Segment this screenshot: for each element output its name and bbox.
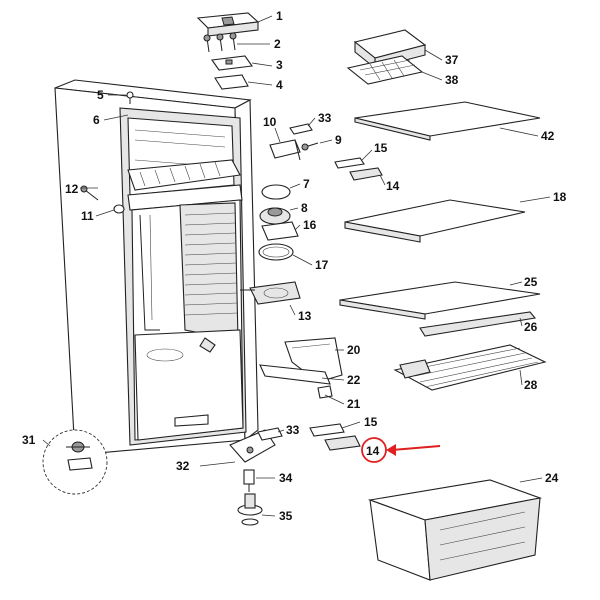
hinge-pin-34-part xyxy=(243,469,255,492)
callout-14-upper: 14 xyxy=(386,179,400,193)
hinge-plate-part xyxy=(211,55,253,71)
callout-20: 20 xyxy=(347,343,361,357)
highlight-arrow xyxy=(391,445,441,451)
callout-28: 28 xyxy=(524,378,538,392)
callout-18: 18 xyxy=(553,190,567,204)
callout-12: 12 xyxy=(65,182,79,196)
shelf-rail-22-part xyxy=(259,364,331,385)
callout-11: 11 xyxy=(81,209,94,223)
wire-shelf-28-part xyxy=(393,344,547,391)
lamp-cover-7-part xyxy=(261,184,291,200)
cover-15b-part xyxy=(309,423,345,437)
callout-10: 10 xyxy=(263,115,277,129)
callout-13: 13 xyxy=(298,309,312,323)
arrowhead-icon xyxy=(386,444,396,456)
door-pin-14a-part xyxy=(349,167,383,181)
callout-16: 16 xyxy=(303,218,317,232)
callout-21: 21 xyxy=(347,397,361,411)
callout-9: 9 xyxy=(335,133,342,147)
screw-12-part xyxy=(80,185,99,201)
callout-33-lower: 33 xyxy=(286,423,300,437)
glass-shelf-18-part xyxy=(344,199,526,243)
callout-25: 25 xyxy=(524,275,538,289)
callout-17: 17 xyxy=(315,258,329,272)
highlight-marker xyxy=(361,437,441,463)
hinge-33b-part xyxy=(257,427,283,441)
screws-part xyxy=(203,32,237,53)
callout-31: 31 xyxy=(22,433,36,447)
crisper-drawer-24-part xyxy=(367,479,543,581)
callout-24: 24 xyxy=(545,471,559,485)
callout-8: 8 xyxy=(301,201,308,215)
callout-4: 4 xyxy=(276,78,283,92)
callout-32: 32 xyxy=(176,459,190,473)
ice-tray-38-part xyxy=(346,55,424,85)
bracket-part xyxy=(214,74,249,90)
callout-15-upper: 15 xyxy=(374,141,388,155)
hinge-33a-part xyxy=(289,123,313,135)
shelf-trim-26-part xyxy=(419,311,537,337)
callout-labels: 1 2 3 4 5 6 7 8 9 10 11 12 13 14 15 16 1… xyxy=(22,9,567,523)
plug-11-part xyxy=(113,204,125,214)
callout-42: 42 xyxy=(541,129,555,143)
callout-2: 2 xyxy=(274,37,281,51)
callout-37: 37 xyxy=(445,53,459,67)
callout-34: 34 xyxy=(279,471,293,485)
housing-13-part xyxy=(240,281,301,305)
callout-14-highlighted: 14 xyxy=(366,444,380,458)
fan-16-part xyxy=(261,221,299,241)
clip-21-part xyxy=(317,385,333,399)
callout-22: 22 xyxy=(347,373,361,387)
callout-38: 38 xyxy=(445,73,459,87)
top-cover-part xyxy=(196,12,260,37)
callout-3: 3 xyxy=(276,58,283,72)
inset-31-part xyxy=(42,429,108,495)
callout-26: 26 xyxy=(524,320,538,334)
callout-6: 6 xyxy=(93,113,100,127)
callout-35: 35 xyxy=(279,509,293,523)
callout-15-lower: 15 xyxy=(364,415,378,429)
cover-15a-part xyxy=(334,157,365,169)
glass-shelf-25-part xyxy=(339,281,541,320)
foot-35-part xyxy=(237,493,263,526)
screw-9-part xyxy=(301,142,319,151)
refrigerator-cabinet xyxy=(54,79,259,456)
callout-5: 5 xyxy=(97,88,104,102)
fan-motor-8-part xyxy=(259,207,291,225)
callout-1: 1 xyxy=(276,9,283,23)
leader-lines xyxy=(42,15,551,517)
glass-shelf-42-part xyxy=(354,101,541,141)
screw-5-part xyxy=(126,91,134,104)
callout-33-upper: 33 xyxy=(318,111,332,125)
ring-17-part xyxy=(258,243,294,261)
thermostat-bracket-10-part xyxy=(269,139,301,161)
door-pin-14b-part xyxy=(324,435,361,451)
callout-7: 7 xyxy=(303,177,310,191)
